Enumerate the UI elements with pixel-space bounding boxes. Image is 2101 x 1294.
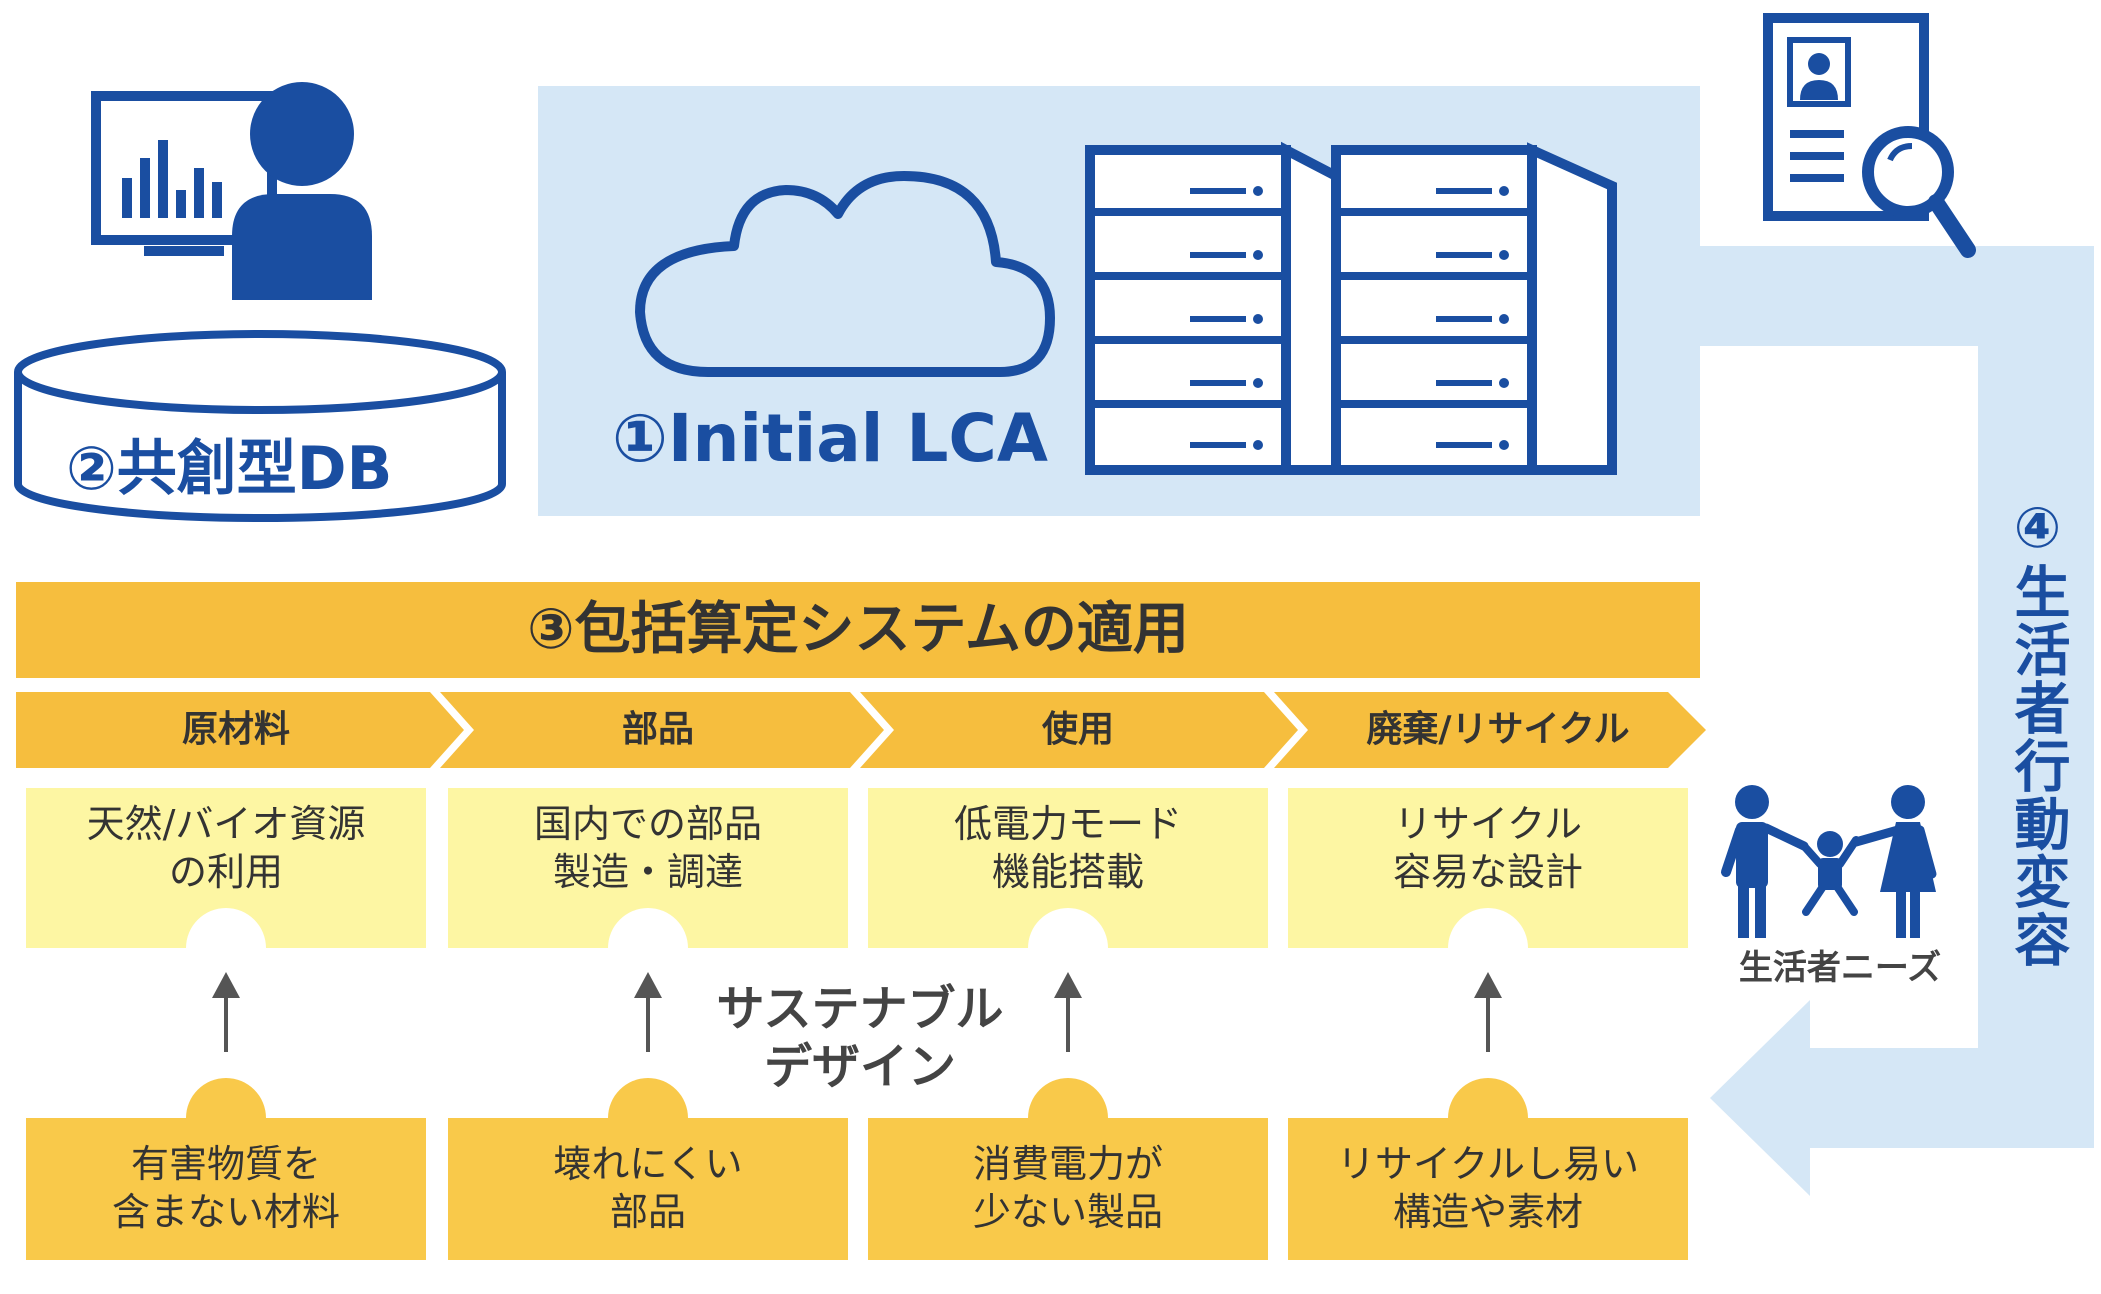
top-boxes: [26, 788, 1688, 988]
top-box-1: 天然/バイオ資源 の利用: [26, 800, 426, 896]
top-box-3-line-2: 機能搭載: [991, 850, 1144, 894]
banner: ③包括算定システムの適用: [16, 582, 1700, 678]
top-box-4-line-1: リサイクル: [1393, 802, 1583, 846]
behavior-change-label: ④生活者行動変容: [2005, 496, 2070, 969]
bottom-box-1-line-2: 含まない材料: [111, 1190, 340, 1234]
top-box-4: リサイクル 容易な設計: [1288, 800, 1688, 896]
top-box-1-line-1: 天然/バイオ資源: [86, 802, 366, 846]
stage-chevrons: [16, 692, 1706, 768]
family-icon: [1721, 785, 1937, 938]
db-label: ②共創型DB: [66, 434, 393, 504]
sustainable-design-label: サステナブル デザイン: [700, 980, 1020, 1096]
up-arrows: [212, 972, 1502, 1052]
bottom-box-1: 有害物質を 含まない材料: [26, 1140, 426, 1236]
bottom-box-4-line-2: 構造や素材: [1392, 1190, 1583, 1234]
consumer-needs-label: 生活者ニーズ: [1738, 948, 1942, 988]
top-box-3-line-1: 低電力モード: [953, 802, 1182, 846]
database-icon: [14, 330, 506, 522]
bottom-boxes: [26, 1078, 1688, 1260]
bottom-box-1-line-1: 有害物質を: [130, 1142, 321, 1186]
bottom-box-3: 消費電力が 少ない製品: [868, 1140, 1268, 1236]
profile-search-icon: [1763, 13, 1976, 258]
top-box-3: 低電力モード 機能搭載: [868, 800, 1268, 896]
sustainable-design-line-1: サステナブル: [716, 981, 1004, 1037]
lca-title: ①Initial LCA: [612, 400, 1048, 477]
bottom-box-2-line-1: 壊れにくい: [553, 1142, 743, 1186]
bottom-box-2-line-2: 部品: [609, 1190, 686, 1234]
top-box-1-line-2: の利用: [168, 850, 283, 894]
top-box-4-line-2: 容易な設計: [1392, 850, 1583, 894]
bottom-box-4-line-1: リサイクルし易い: [1336, 1142, 1640, 1186]
top-box-2-line-2: 製造・調達: [552, 850, 743, 894]
bottom-box-2: 壊れにくい 部品: [448, 1140, 848, 1236]
feedback-arrow: [1640, 246, 2094, 1196]
stage-materials: 原材料: [181, 709, 290, 750]
stage-use: 使用: [1041, 709, 1114, 750]
bottom-box-4: リサイクルし易い 構造や素材: [1288, 1140, 1688, 1236]
sustainable-design-line-2: デザイン: [763, 1039, 956, 1095]
bottom-box-3-line-2: 少ない製品: [972, 1190, 1163, 1234]
banner-title: ③包括算定システムの適用: [527, 597, 1189, 662]
bottom-box-3-line-1: 消費電力が: [972, 1142, 1163, 1186]
cloud-icon: [635, 171, 1055, 377]
analyst-icon: [91, 82, 372, 300]
server-icon: [1085, 141, 1617, 475]
stage-disposal: 廃棄/リサイクル: [1366, 709, 1630, 750]
top-box-2-line-1: 国内での部品: [533, 802, 762, 846]
top-box-2: 国内での部品 製造・調達: [448, 800, 848, 896]
stage-parts: 部品: [621, 709, 694, 750]
